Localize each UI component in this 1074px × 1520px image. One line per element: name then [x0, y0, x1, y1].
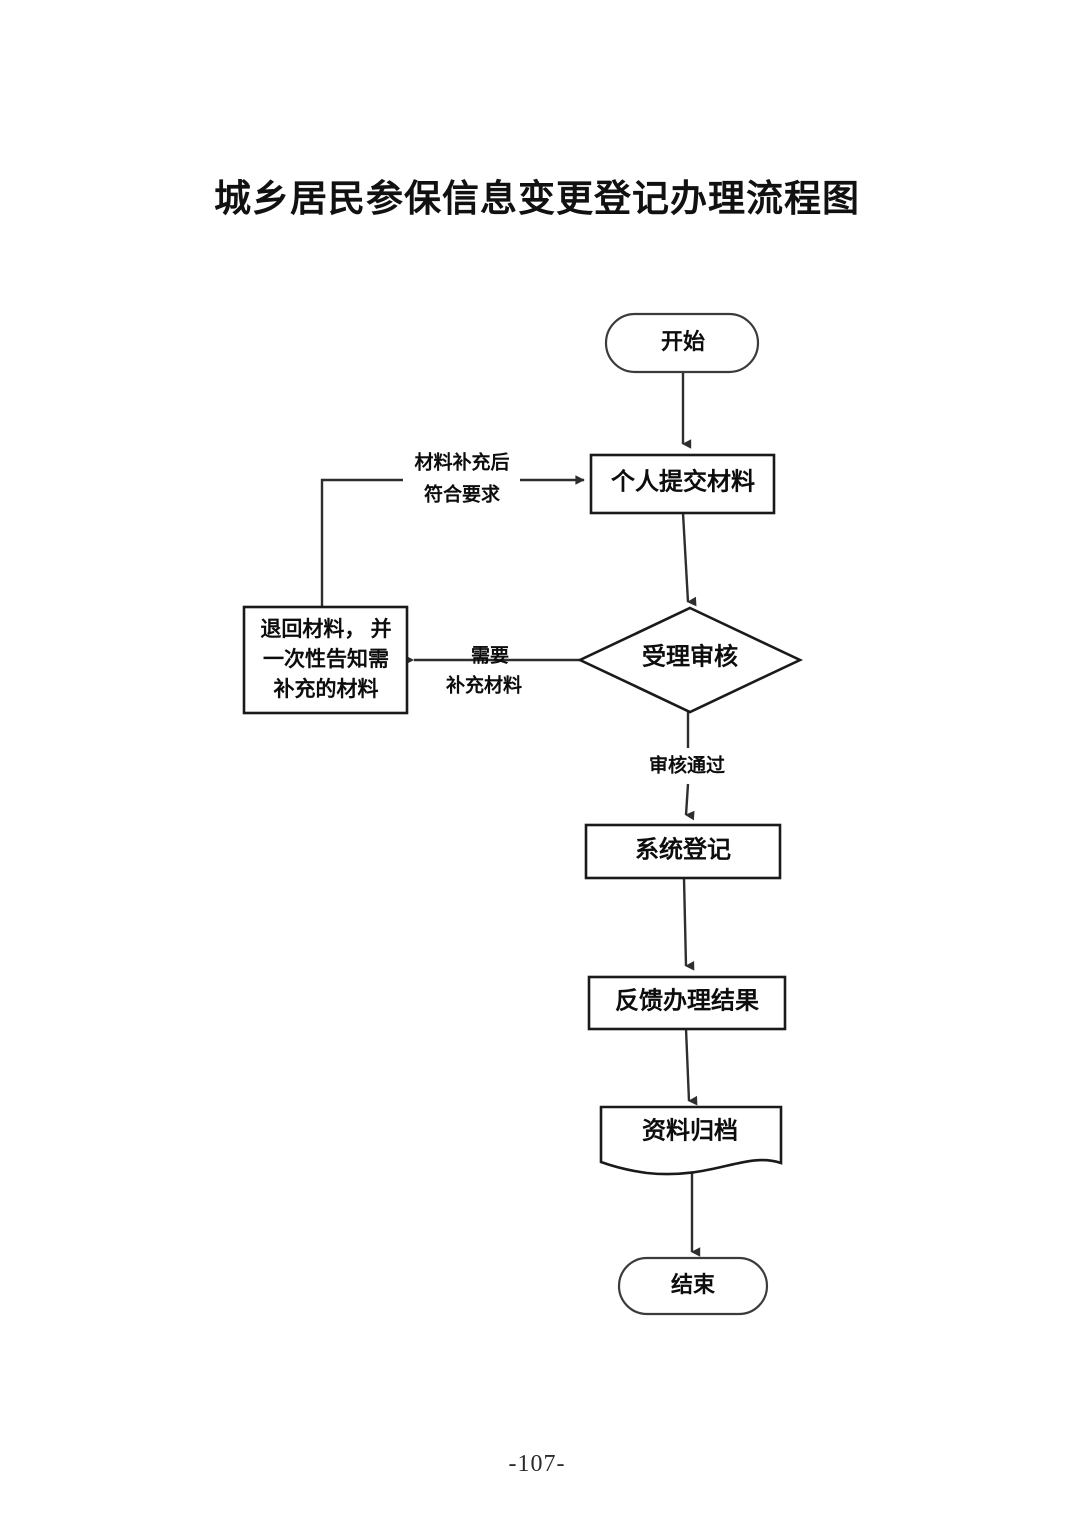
node-start-label: 开始	[661, 329, 705, 354]
node-start[interactable]	[604, 312, 760, 374]
node-return-materials-line1: 退回材料， 并	[260, 617, 391, 641]
node-archive-materials-label: 资料归档	[642, 1118, 738, 1145]
connector-submit-to-review	[681, 512, 697, 607]
connector-feedback-to-archive	[684, 1028, 698, 1106]
node-feedback-result[interactable]	[587, 975, 787, 1031]
node-system-registration-label: 系统登记	[635, 836, 731, 864]
node-submit-materials[interactable]	[589, 453, 776, 515]
connector-register-to-feedback	[682, 877, 695, 971]
page-number: -107-	[508, 1451, 566, 1477]
edge-label-after-supplement-line2: 符合要求	[424, 482, 501, 505]
node-archive-materials[interactable]	[599, 1105, 783, 1176]
connector-return-up-segment	[320, 478, 403, 607]
node-return-materials[interactable]	[242, 605, 409, 715]
flowchart-svg: 开始 个人提交材料 受理审核 退回材料， 并 一次性告知需 补充的材料 系统登记…	[242, 312, 804, 1316]
node-end[interactable]	[617, 1256, 769, 1316]
node-review-decision[interactable]	[576, 606, 804, 714]
page-title: 城乡居民参保信息变更登记办理流程图	[214, 179, 860, 220]
node-system-registration[interactable]	[584, 823, 782, 880]
edge-label-review-passed: 审核通过	[649, 753, 725, 776]
node-feedback-result-label: 反馈办理结果	[615, 988, 759, 1015]
node-review-decision-label: 受理审核	[642, 643, 738, 671]
flowchart-canvas: 开始 个人提交材料 受理审核 退回材料， 并 一次性告知需 补充的材料 系统登记…	[242, 312, 804, 1316]
edge-label-need-supplement-line1: 需要	[471, 644, 509, 666]
node-submit-materials-label: 个人提交材料	[611, 468, 755, 496]
node-return-materials-line3: 补充的材料	[273, 677, 379, 701]
node-return-materials-line2: 一次性告知需	[263, 647, 389, 671]
edge-label-need-supplement-line2: 补充材料	[446, 673, 522, 696]
edge-label-after-supplement-line1: 材料补充后	[414, 450, 509, 473]
node-end-label: 结束	[671, 1272, 716, 1297]
connector-review-to-register	[684, 783, 695, 821]
